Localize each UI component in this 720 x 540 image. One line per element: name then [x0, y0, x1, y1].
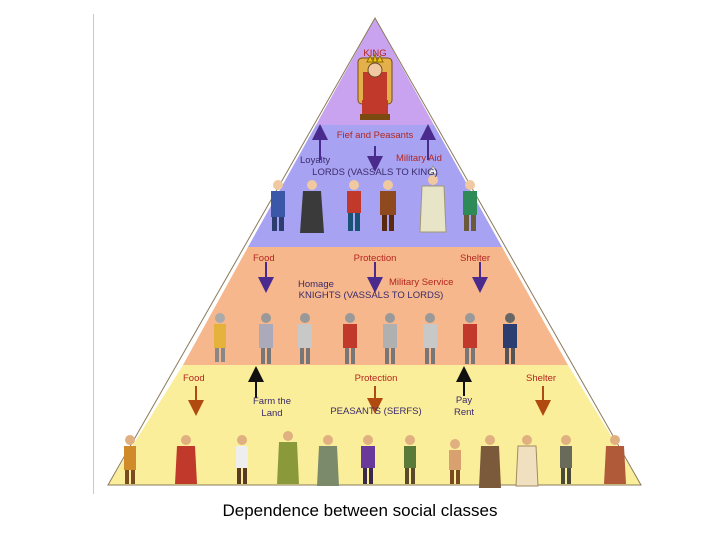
lords-right-label: Military Aid	[396, 153, 442, 164]
peasants-pay-line2: Rent	[454, 407, 474, 418]
lords-figures	[271, 165, 477, 233]
lords-left-label: Loyalty	[300, 155, 330, 166]
peasants-farm-line2: Land	[261, 408, 282, 419]
peasants-figures	[124, 431, 626, 488]
peasants-shelter-label: Shelter	[526, 373, 556, 384]
peasants-pay-line1: Pay	[456, 395, 473, 406]
knights-title: KNIGHTS (VASSALS TO LORDS)	[299, 290, 444, 301]
pyramid-outline	[107, 16, 642, 486]
knights-shelter-label: Shelter	[460, 253, 490, 264]
peasants-title: PEASANTS (SERFS)	[330, 406, 421, 417]
knights-protection-label: Protection	[354, 253, 397, 264]
lords-top-label: Fief and Peasants	[337, 130, 414, 141]
knights-right-label: Military Service	[389, 277, 453, 288]
king-figure	[357, 52, 393, 120]
diagram-caption: Dependence between social classes	[222, 501, 498, 520]
king-title: KING	[363, 48, 386, 59]
page-divider-line	[93, 14, 94, 494]
knights-figures	[214, 313, 517, 364]
peasants-farm-line1: Farm the	[253, 396, 291, 407]
peasants-food-label: Food	[183, 373, 205, 384]
lords-title: LORDS (VASSALS TO KING)	[312, 167, 438, 178]
feudal-pyramid-diagram: KING Fief and Peasants Loyalty Military …	[107, 16, 642, 488]
peasants-protection-label: Protection	[355, 373, 398, 384]
knights-food-label: Food	[253, 253, 275, 264]
knights-left-label: Homage	[298, 279, 334, 290]
tier-lords	[248, 125, 502, 247]
